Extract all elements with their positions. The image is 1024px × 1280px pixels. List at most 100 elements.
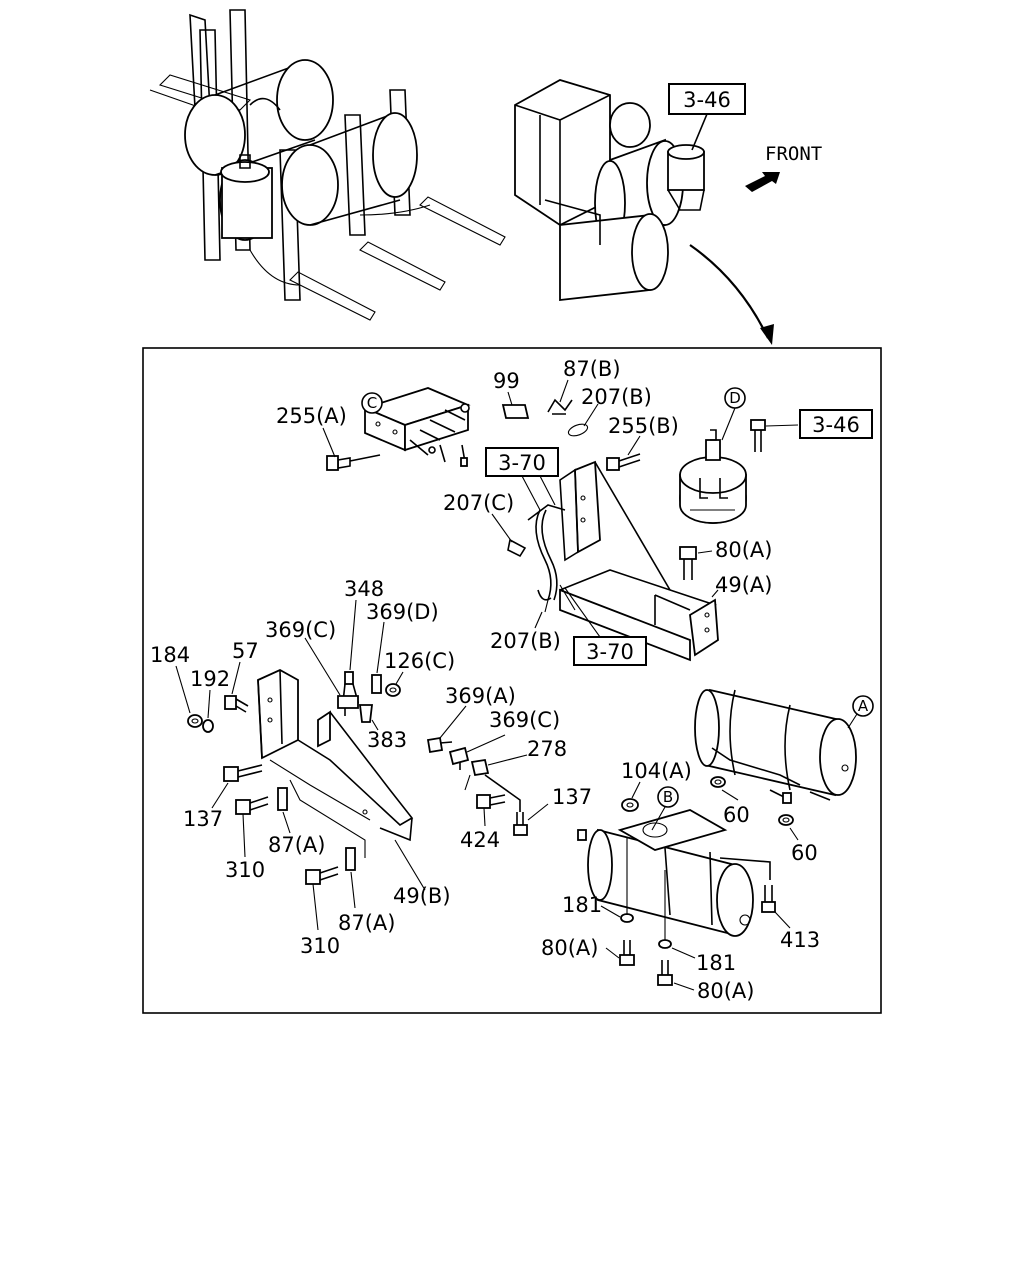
clip-99 [501, 404, 530, 419]
leader-line [697, 550, 713, 554]
leader-line [487, 754, 528, 766]
leader-line [673, 982, 695, 991]
label-181-right[interactable]: 181 [696, 951, 736, 975]
leader-line [559, 379, 569, 403]
leader-line [466, 734, 506, 753]
leader-line [175, 665, 191, 714]
reference-box-3-70-upper[interactable]: 3-70 [485, 447, 559, 477]
label-99[interactable]: 99 [493, 369, 520, 393]
bolt-413 [761, 885, 776, 913]
bolt-255b [606, 453, 641, 471]
label-80a-left[interactable]: 80(A) [541, 936, 598, 960]
label-87a-lower[interactable]: 87(A) [338, 911, 395, 935]
leader-line [721, 789, 739, 801]
valve-block-c [362, 387, 471, 467]
leader-line [534, 611, 543, 629]
leader-line [631, 781, 641, 799]
leader-line [627, 435, 641, 456]
label-181-left[interactable]: 181 [562, 893, 602, 917]
leader-line [583, 403, 599, 427]
label-192[interactable]: 192 [190, 667, 230, 691]
nut-104a [621, 798, 639, 812]
label-137-left[interactable]: 137 [183, 807, 223, 831]
reference-box-3-46-right[interactable]: 3-46 [799, 409, 873, 439]
svg-text:C: C [367, 394, 377, 412]
label-255a[interactable]: 255(A) [276, 404, 347, 428]
leader-line [371, 719, 379, 731]
label-310-lower[interactable]: 310 [300, 934, 340, 958]
label-80a-top[interactable]: 80(A) [715, 538, 772, 562]
leader-line [507, 391, 513, 406]
label-369c-mid[interactable]: 369(C) [489, 708, 560, 732]
fitting-278 [464, 758, 521, 812]
leader-line [491, 513, 513, 543]
fitting-369c-mid [448, 746, 470, 770]
air-tank-a [694, 688, 857, 804]
label-207b-top[interactable]: 207(B) [581, 385, 652, 409]
leader-line [322, 427, 336, 458]
reference-box-3-70-lower[interactable]: 3-70 [573, 636, 647, 666]
label-57[interactable]: 57 [232, 639, 259, 663]
clip-87a-upper [277, 787, 288, 811]
leader-line [231, 661, 241, 695]
label-60-lower[interactable]: 60 [791, 841, 818, 865]
svg-text:B: B [663, 788, 673, 806]
label-383[interactable]: 383 [367, 728, 407, 752]
nut-60-lower [778, 814, 794, 826]
bolt-near-dryer [750, 419, 766, 452]
chassis-overview-left [149, 9, 506, 321]
label-49a[interactable]: 49(A) [715, 573, 772, 597]
label-348[interactable]: 348 [344, 577, 384, 601]
label-207c[interactable]: 207(C) [443, 491, 514, 515]
label-207b-bottom[interactable]: 207(B) [490, 629, 561, 653]
svg-text:3-46: 3-46 [812, 413, 860, 437]
washer-181-left [620, 913, 634, 923]
label-369d[interactable]: 369(D) [366, 600, 439, 624]
clamp-87b [547, 398, 573, 415]
label-184[interactable]: 184 [150, 643, 190, 667]
label-87a-upper[interactable]: 87(A) [268, 833, 325, 857]
label-278[interactable]: 278 [527, 737, 567, 761]
fitting-369c-left [337, 695, 359, 716]
svg-text:D: D [729, 389, 741, 407]
label-80a-bottom[interactable]: 80(A) [697, 979, 754, 1003]
leader-line [483, 807, 486, 827]
leader-line [691, 113, 708, 151]
label-87b[interactable]: 87(B) [563, 357, 621, 381]
leader-line [527, 803, 549, 821]
leader-line [394, 839, 426, 891]
label-60-upper[interactable]: 60 [723, 803, 750, 827]
washer-192 [202, 719, 214, 733]
leader-line [847, 713, 858, 729]
leader-line [349, 599, 357, 671]
reference-box-3-46-top[interactable]: 3-46 [668, 83, 746, 115]
leader-line [439, 705, 467, 739]
label-424[interactable]: 424 [460, 828, 500, 852]
label-49b[interactable]: 49(B) [393, 884, 451, 908]
label-310-upper[interactable]: 310 [225, 858, 265, 882]
label-369a[interactable]: 369(A) [445, 684, 516, 708]
label-413[interactable]: 413 [780, 928, 820, 952]
bolt-137-left [223, 764, 263, 782]
label-137-mid[interactable]: 137 [552, 785, 592, 809]
label-255b[interactable]: 255(B) [608, 414, 679, 438]
leader-line [242, 813, 246, 858]
bolt-80a-left [619, 940, 635, 966]
leader-line [350, 871, 356, 909]
chassis-overview-right [514, 79, 705, 302]
label-104a[interactable]: 104(A) [621, 759, 692, 783]
nut-60-upper [710, 776, 726, 788]
label-369c-left[interactable]: 369(C) [265, 618, 336, 642]
air-tank-b [577, 809, 771, 937]
bolt-255a [326, 454, 381, 471]
nut-184 [187, 714, 203, 728]
leader-line [671, 947, 696, 959]
leader-line [651, 806, 666, 831]
bolt-57 [224, 695, 249, 713]
washer-181-right [658, 939, 672, 949]
clip-207b-top [567, 423, 589, 437]
leader-line [564, 587, 601, 638]
detail-pointer-curve [689, 244, 769, 339]
clip-87a-lower [345, 847, 356, 871]
label-126c[interactable]: 126(C) [384, 649, 455, 673]
